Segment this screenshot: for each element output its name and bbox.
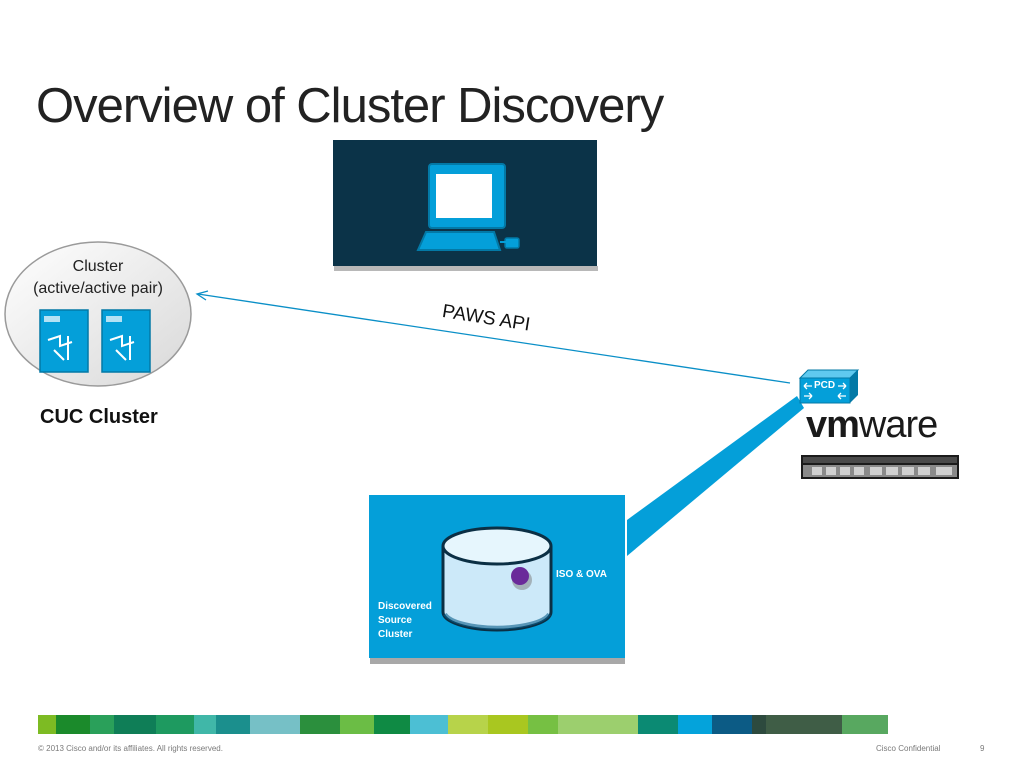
color-bar-segment bbox=[90, 715, 114, 734]
color-bar-segment bbox=[558, 715, 638, 734]
pcd-label: PCD bbox=[814, 380, 836, 391]
source-line-1: Discovered bbox=[378, 601, 432, 612]
vmware-logo: vmware bbox=[806, 404, 938, 446]
server-icon bbox=[39, 309, 89, 373]
color-bar-segment bbox=[194, 715, 216, 734]
slide-title: Overview of Cluster Discovery bbox=[36, 79, 664, 133]
color-bar-segment bbox=[114, 715, 156, 734]
computer-icon bbox=[416, 163, 520, 251]
color-bar-segment bbox=[38, 715, 56, 734]
cuc-cluster-label: CUC Cluster bbox=[40, 406, 158, 428]
source-cluster-label: Discovered Source Cluster bbox=[378, 600, 432, 642]
footer-copyright: © 2013 Cisco and/or its affiliates. All … bbox=[38, 744, 223, 753]
server-icon bbox=[101, 309, 151, 373]
color-bar-segment bbox=[842, 715, 888, 734]
footer-confidential: Cisco Confidential bbox=[876, 744, 941, 753]
color-bar-segment bbox=[374, 715, 410, 734]
color-bar-segment bbox=[250, 715, 300, 734]
color-bar-segment bbox=[712, 715, 752, 734]
color-bar-segment bbox=[216, 715, 250, 734]
color-bar-segment bbox=[56, 715, 90, 734]
color-bar-segment bbox=[300, 715, 340, 734]
color-bar-segment bbox=[678, 715, 712, 734]
color-bar-segment bbox=[638, 715, 678, 734]
paws-api-arrow bbox=[195, 290, 791, 384]
color-bar-segment bbox=[488, 715, 528, 734]
color-bar-segment bbox=[528, 715, 558, 734]
color-bar-segment bbox=[752, 715, 766, 734]
iso-ova-marker bbox=[511, 567, 529, 585]
connection-wedge bbox=[627, 396, 804, 556]
color-bar-segment bbox=[766, 715, 842, 734]
source-line-3: Cluster bbox=[378, 629, 413, 640]
pcd-icon bbox=[798, 369, 860, 404]
color-bar-segment bbox=[448, 715, 488, 734]
iso-ova-label: ISO & OVA bbox=[556, 569, 607, 580]
cluster-subtitle: (active/active pair) bbox=[33, 280, 163, 297]
color-bar-segment bbox=[156, 715, 194, 734]
color-bar-segment bbox=[340, 715, 374, 734]
database-icon bbox=[441, 526, 553, 632]
rack-server-icon bbox=[801, 455, 959, 479]
footer-color-bar bbox=[38, 715, 988, 734]
color-bar-segment bbox=[410, 715, 448, 734]
cluster-title: Cluster bbox=[72, 258, 124, 275]
source-line-2: Source bbox=[378, 615, 412, 626]
storage-panel bbox=[369, 495, 625, 664]
workstation-panel bbox=[333, 140, 598, 271]
cluster-oval bbox=[4, 241, 192, 387]
footer-page-number: 9 bbox=[980, 744, 985, 753]
